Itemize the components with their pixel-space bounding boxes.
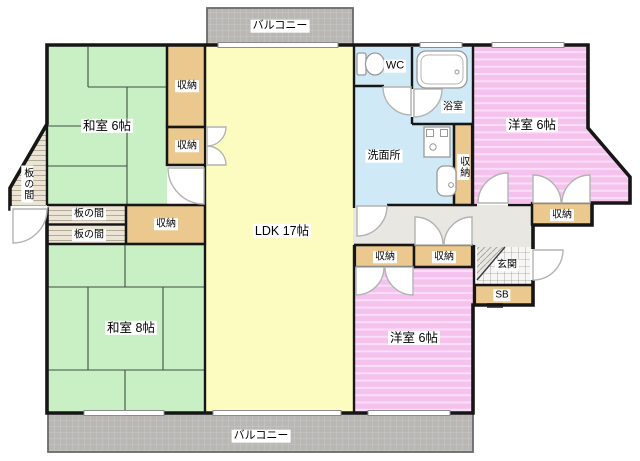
- door-arc-wc: [382, 86, 412, 116]
- room-label-washitsu-8: 和室 8帖: [105, 320, 157, 336]
- door-arc-storage-f-right: [561, 174, 591, 204]
- room-label-youshitsu-top: 洋室 6帖: [506, 117, 558, 133]
- door-arc-youshitsu-top: [477, 172, 509, 204]
- door-arc-washroom: [356, 205, 388, 237]
- shoebox-label: SB: [493, 289, 511, 301]
- room-label-youshitsu-bottom: 洋室 6帖: [388, 330, 440, 346]
- room-label-ldk: LDK 17帖: [252, 223, 312, 239]
- room-washroom-floor: [355, 86, 454, 205]
- door-arc-storage-hall-left: [414, 216, 444, 246]
- sink-icon: [436, 165, 457, 197]
- door-arc-storage-f-left: [532, 174, 562, 204]
- door-arc-front-entrance: [532, 249, 564, 281]
- balcony-bottom-label: バルコニー: [231, 429, 291, 443]
- door-arc-exterior-left: [12, 208, 48, 244]
- toilet-icon: [356, 52, 386, 76]
- itanoma-label-b: 板の間: [72, 229, 106, 241]
- bathtub-icon: [416, 50, 468, 89]
- room-label-wc: WC: [383, 59, 407, 73]
- storage-label-c: 収納: [154, 218, 178, 230]
- door-arc-storage-hall-right: [443, 216, 473, 246]
- washing-machine-icon: [423, 126, 451, 158]
- room-label-washitsu-6: 和室 6帖: [81, 118, 133, 134]
- room-label-genkan: 玄関: [495, 259, 519, 271]
- interior-walls: [45, 45, 534, 413]
- storage-label-a: 収納: [175, 80, 199, 92]
- itanoma-label-a: 板の間: [72, 208, 106, 220]
- balcony-top-label: バルコニー: [250, 19, 310, 33]
- doors: [12, 86, 591, 296]
- door-arc-ldk-lower: [206, 145, 227, 166]
- storage-label-b: 収納: [175, 140, 199, 152]
- storage-label-strip: 収納: [457, 154, 469, 180]
- storage-label-e: 収納: [432, 251, 456, 263]
- itanoma-label-slant: 板の間: [21, 165, 33, 203]
- storage-label-f: 収納: [550, 209, 574, 221]
- room-label-washroom: 洗面所: [365, 149, 403, 163]
- room-label-bathroom: 浴室: [441, 101, 465, 113]
- door-arc-storage-room-right: [384, 266, 414, 296]
- storage-label-d: 収納: [373, 251, 397, 263]
- door-arc-storage-room-left: [355, 266, 385, 296]
- tatami-lines: [47, 47, 205, 412]
- door-arc-vestibule: [167, 167, 205, 205]
- exterior-walls: [8, 43, 632, 415]
- door-arc-bath: [413, 88, 443, 118]
